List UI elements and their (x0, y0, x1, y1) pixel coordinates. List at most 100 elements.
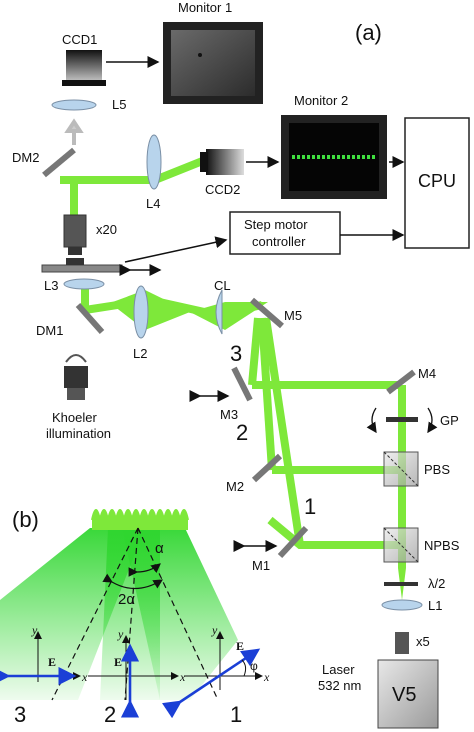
sample (66, 258, 84, 265)
ccd1-base (62, 80, 106, 86)
pbs-diagonal (383, 451, 419, 487)
panel-b-beam-1: 1 (230, 702, 242, 727)
axis-y-label-1: y (211, 623, 218, 637)
l1-label: L1 (428, 598, 442, 613)
mirror-m4 (386, 369, 416, 395)
beam-3-up (248, 317, 262, 386)
laser-model-label: V5 (392, 684, 416, 706)
axis-y-label-3: y (31, 623, 38, 637)
halfwave-label: λ/2 (428, 576, 445, 591)
npbs-label: NPBS (424, 538, 460, 553)
alpha-label: α (155, 540, 164, 557)
m5-label: M5 (284, 308, 302, 323)
axis-x-label-2: x (179, 670, 186, 684)
mirror-m2 (251, 453, 283, 483)
lens-l1 (381, 599, 423, 611)
sample-stage (41, 264, 123, 273)
beam-lens-cl-fan (190, 302, 268, 330)
lens-l2 (133, 285, 149, 339)
l3-label: L3 (44, 278, 58, 293)
phi-label: φ (250, 659, 258, 673)
cl-label: CL (214, 278, 231, 293)
angle-2alpha-arc (102, 573, 164, 590)
panel-a-label: (a) (355, 20, 382, 45)
monitor1-screen (171, 30, 255, 96)
laser-label-2: 532 nm (318, 678, 361, 693)
illum-label-1: Khoeler (52, 410, 97, 425)
interference-pattern (91, 509, 189, 521)
half-wave-plate (384, 582, 418, 586)
dm1-label: DM1 (36, 323, 63, 338)
mirror-m3 (231, 366, 253, 402)
two-alpha-label: 2α (118, 591, 135, 608)
gp-rotation-arrow-right (427, 407, 438, 434)
khoeler-lamp (64, 354, 88, 400)
panel-b-beam-3: 3 (14, 702, 26, 727)
gp-label: GP (440, 413, 459, 428)
pbs-label: PBS (424, 462, 450, 477)
step-motor-label-2: controller (252, 234, 306, 249)
ccd1-label: CCD1 (62, 32, 97, 47)
npbs-diagonal (383, 527, 419, 563)
e-field-arrow-1 (161, 648, 261, 719)
objective-label: x20 (96, 222, 117, 237)
panel-b-beam-2: 2 (104, 702, 116, 727)
mirror-dm2 (42, 147, 76, 178)
beam-lens-l2-fan (110, 290, 190, 330)
ccd2-camera (206, 149, 244, 175)
laser-box (377, 659, 439, 729)
mirror-m5 (250, 297, 284, 329)
controller-to-stage-arrow (124, 236, 228, 263)
l5-label: L5 (112, 97, 126, 112)
step-motor-controller-box (229, 211, 341, 255)
angle-alpha-arc (128, 563, 161, 577)
e-label-3: E (48, 655, 56, 669)
axes-beam-1 (161, 631, 263, 719)
m2-label: M2 (226, 479, 244, 494)
dm2-label: DM2 (12, 150, 39, 165)
axes-beam-3 (0, 631, 81, 686)
m3-label: M3 (220, 407, 238, 422)
objective-tip (68, 247, 82, 255)
m4-label: M4 (418, 366, 436, 381)
l4-label: L4 (146, 196, 160, 211)
axis-y-label-2: y (117, 627, 124, 641)
beam-2-number: 2 (236, 420, 248, 445)
beam-3-number: 3 (230, 341, 242, 366)
step-motor-label-1: Step motor (244, 217, 308, 232)
beam-1-up (262, 317, 304, 546)
mirror-m1 (277, 525, 309, 559)
gp-rotation-arrow-left (366, 407, 377, 434)
beam-2-up (258, 317, 276, 471)
cpu-label: CPU (418, 171, 456, 191)
e-label-2: E (114, 655, 122, 669)
ccd2-label: CCD2 (205, 182, 240, 197)
panel-b-label: (b) (12, 507, 39, 532)
monitor1-spot (198, 53, 202, 57)
beam-dm2-to-ccd2 (60, 156, 207, 184)
ccd1-camera (66, 50, 102, 80)
monitor2-label: Monitor 2 (294, 93, 348, 108)
laser-label-1: Laser (322, 662, 355, 677)
l2-label: L2 (133, 346, 147, 361)
beam-expander (395, 632, 409, 654)
illum-label-2: illumination (46, 426, 111, 441)
axis-x-label-3: x (81, 670, 88, 684)
cpu-box (404, 117, 470, 249)
mirror-dm1 (75, 303, 105, 334)
monitor1-label: Monitor 1 (178, 0, 232, 15)
beam-1-number: 1 (304, 494, 316, 519)
e-label-1: E (236, 639, 244, 653)
m1-label: M1 (252, 558, 270, 573)
objective-body (63, 214, 87, 248)
up-arrow-to-ccd1 (64, 118, 84, 145)
lens-cl (215, 289, 223, 335)
expander-label: x5 (416, 634, 430, 649)
lens-l5 (51, 99, 97, 111)
glass-plate-gp (386, 417, 418, 422)
lens-l4 (146, 134, 162, 190)
lens-l3 (63, 278, 105, 290)
ccd2-lens (200, 152, 208, 172)
